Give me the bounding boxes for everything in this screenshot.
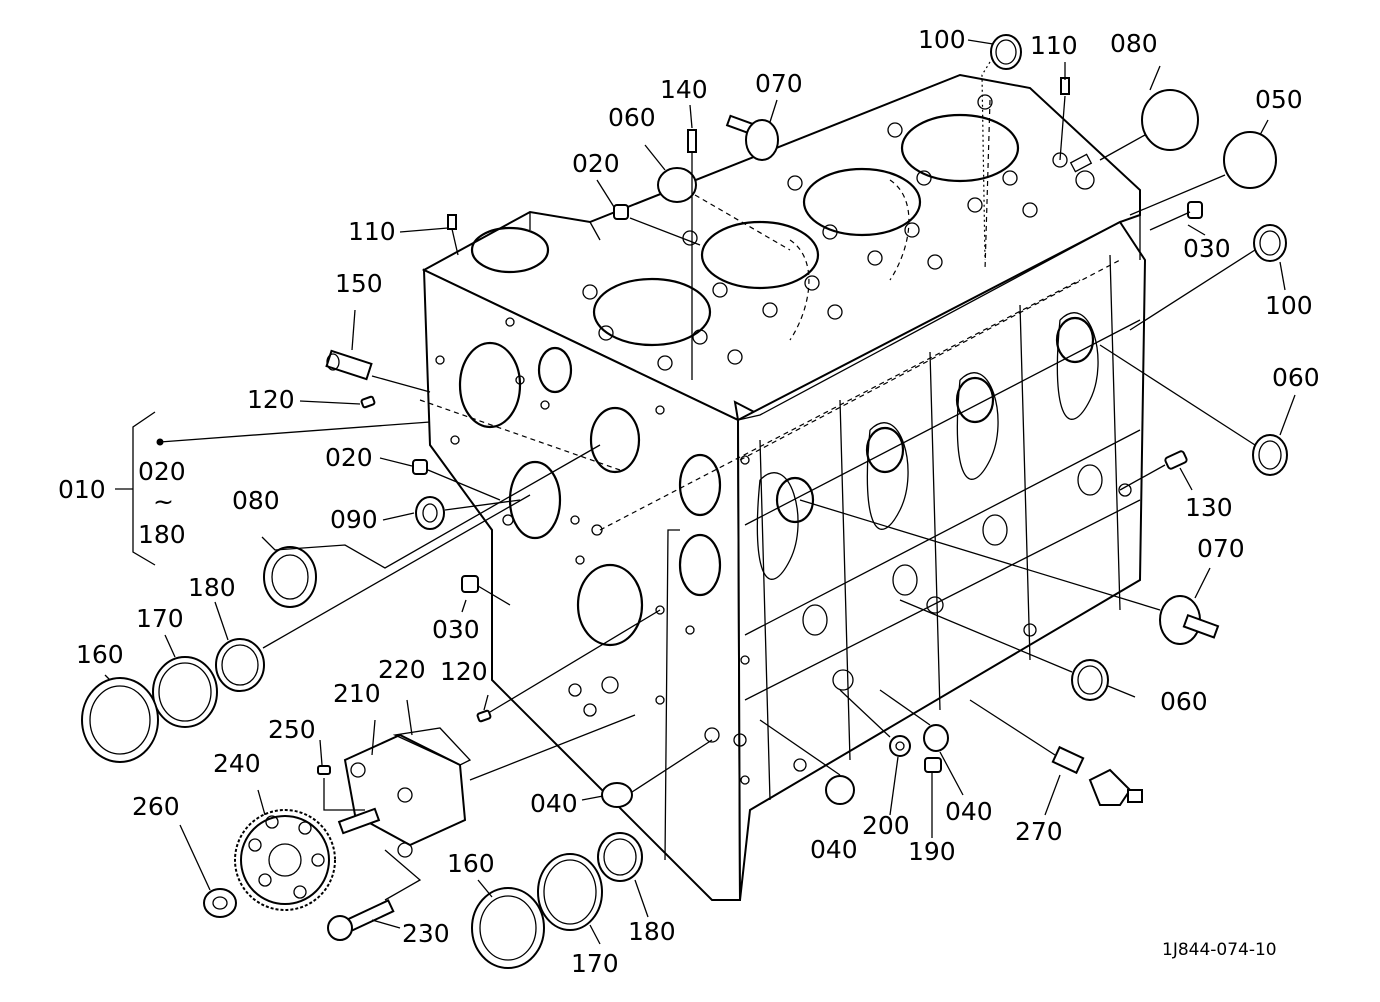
callout: 160 <box>76 640 124 669</box>
callout: 200 <box>862 811 910 840</box>
range-marker-dot <box>156 438 164 446</box>
callout: 020 <box>572 149 620 178</box>
callout: 080 <box>232 486 280 515</box>
callout: 130 <box>1185 493 1233 522</box>
callout: 030 <box>1183 234 1231 263</box>
callout: 250 <box>268 715 316 744</box>
callout: 060 <box>608 103 656 132</box>
callout: 040 <box>945 797 993 826</box>
range-from: 020 <box>138 457 186 486</box>
callout: 140 <box>660 75 708 104</box>
callout: 170 <box>136 604 184 633</box>
callout: 260 <box>132 792 180 821</box>
callout: 230 <box>402 919 450 948</box>
callout: 240 <box>213 749 261 778</box>
cylinder-block <box>419 73 1147 901</box>
callout: 110 <box>1030 31 1078 60</box>
callout: 100 <box>1265 291 1313 320</box>
callout-labels: 100 110 080 050 140 070 060 020 030 100 … <box>58 25 1320 978</box>
callout: 170 <box>571 949 619 978</box>
callout: 270 <box>1015 817 1063 846</box>
leader-lines <box>104 39 1296 945</box>
callout: 040 <box>530 789 578 818</box>
range-to: 180 <box>138 520 186 549</box>
callout: 150 <box>335 269 383 298</box>
callout: 100 <box>918 25 966 54</box>
range-label: 010 <box>58 475 106 504</box>
callout: 080 <box>1110 29 1158 58</box>
callout: 020 <box>325 443 373 472</box>
drawing-id: 1J844-074-10 <box>1162 940 1277 960</box>
loose-parts <box>81 34 1288 969</box>
callout: 070 <box>1197 534 1245 563</box>
callout: 090 <box>330 505 378 534</box>
callout: 060 <box>1160 687 1208 716</box>
callout: 190 <box>908 837 956 866</box>
callout: 040 <box>810 835 858 864</box>
callout: 180 <box>188 573 236 602</box>
callout: 110 <box>348 217 396 246</box>
callout: 030 <box>432 615 480 644</box>
callout: 160 <box>447 849 495 878</box>
callout: 070 <box>755 69 803 98</box>
callout: 120 <box>440 657 488 686</box>
callout: 050 <box>1255 85 1303 114</box>
callout: 120 <box>247 385 295 414</box>
callout: 210 <box>333 679 381 708</box>
callout: 180 <box>628 917 676 946</box>
callout: 220 <box>378 655 426 684</box>
callout: 060 <box>1272 363 1320 392</box>
range-tilde: ~ <box>153 487 174 516</box>
